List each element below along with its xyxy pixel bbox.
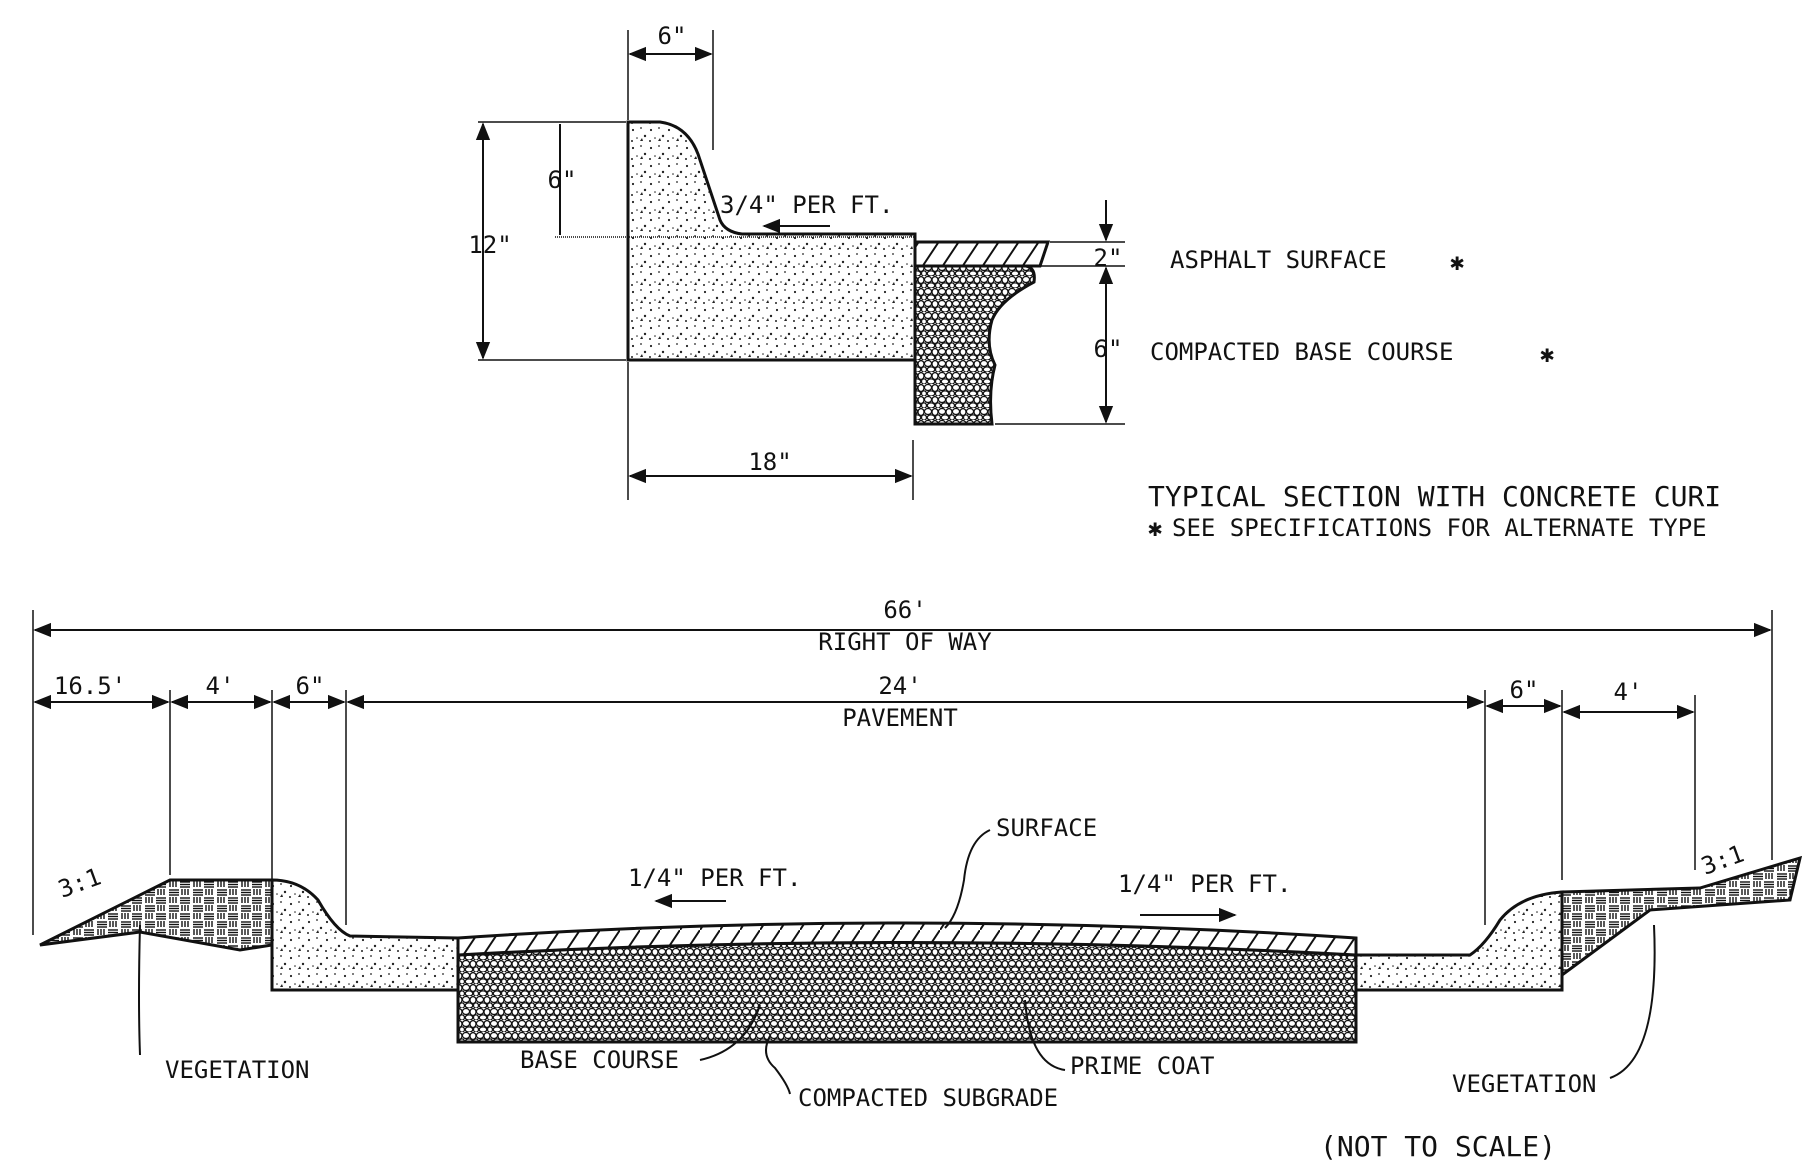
curb-detail: 6" 12" 6" 3/4" PER FT. 18" 2" 6" ASPHALT…	[468, 22, 1721, 542]
pavement-dimension: 24'	[878, 672, 921, 700]
crown-slope-right: 1/4" PER FT.	[1118, 870, 1291, 898]
curb-section-title: TYPICAL SECTION WITH CONCRETE CURI	[1148, 480, 1721, 513]
label-vegetation-left: VEGETATION	[165, 1056, 310, 1084]
left-curb-shoulder	[270, 878, 460, 992]
label-asphalt-surface: ASPHALT SURFACE	[1170, 246, 1387, 274]
dim-curb-height: 12"	[468, 231, 511, 259]
pavement-label: PAVEMENT	[842, 704, 958, 732]
right-curb-shoulder	[1354, 890, 1564, 992]
label-compacted-base: COMPACTED BASE COURSE	[1150, 338, 1453, 366]
gutter-slope: 3/4" PER FT.	[720, 191, 893, 219]
asterisk-mark: ✱	[1540, 340, 1554, 368]
label-base-course: BASE COURSE	[520, 1046, 679, 1074]
right-vegetation-berm	[1560, 855, 1803, 978]
dim-left-4ft: 4'	[206, 672, 235, 700]
asterisk-mark: ✱	[1148, 514, 1162, 542]
asphalt-surface-layer	[913, 240, 1051, 268]
label-surface: SURFACE	[996, 814, 1097, 842]
label-compacted-subgrade: COMPACTED SUBGRADE	[798, 1084, 1058, 1112]
dim-surface-thickness: 2"	[1094, 244, 1123, 272]
curb-section-footnote: SEE SPECIFICATIONS FOR ALTERNATE TYPE	[1172, 514, 1707, 542]
right-of-way-label: RIGHT OF WAY	[818, 628, 992, 656]
label-prime-coat: PRIME COAT	[1070, 1052, 1215, 1080]
dim-left-edge: 16.5'	[54, 672, 126, 700]
right-of-way-dimension: 66'	[883, 596, 926, 624]
dim-right-4ft: 4'	[1614, 678, 1643, 706]
dim-base-thickness: 6"	[1094, 335, 1123, 363]
label-vegetation-right: VEGETATION	[1452, 1070, 1597, 1098]
crown-slope-left: 1/4" PER FT.	[628, 864, 801, 892]
not-to-scale-note: (NOT TO SCALE)	[1320, 1130, 1556, 1161]
compacted-base-layer	[913, 264, 1036, 426]
dim-gutter-width: 18"	[748, 448, 791, 476]
base-course-layer	[456, 941, 1358, 1044]
dim-left-6in: 6"	[296, 672, 325, 700]
surface-layer	[456, 921, 1358, 957]
dim-right-6in: 6"	[1510, 676, 1539, 704]
dim-curb-face: 6"	[548, 166, 577, 194]
road-section: 66' RIGHT OF WAY 16.5' 4' 6" 24' PAVEMEN…	[32, 596, 1803, 1161]
slope-label-left: 3:1	[54, 862, 104, 903]
concrete-curb	[626, 120, 917, 362]
dim-curb-top: 6"	[658, 22, 687, 50]
asterisk-mark: ✱	[1450, 248, 1464, 276]
